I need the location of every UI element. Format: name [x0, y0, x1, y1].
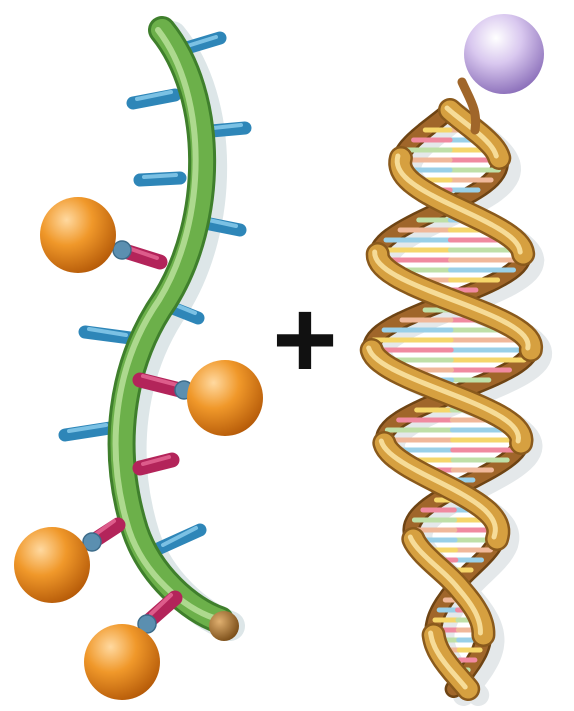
- bead-sphere: [40, 197, 116, 273]
- tip-sphere: [464, 14, 544, 94]
- end-cap: [209, 611, 239, 641]
- connector-node: [113, 241, 131, 259]
- polymer-with-beads-icon: [14, 30, 263, 700]
- plus-sign: +: [272, 277, 337, 402]
- bead-sphere: [84, 624, 160, 700]
- dna-double-helix-icon: [369, 14, 544, 695]
- bead-sphere: [187, 360, 263, 436]
- bead-sphere: [14, 527, 90, 603]
